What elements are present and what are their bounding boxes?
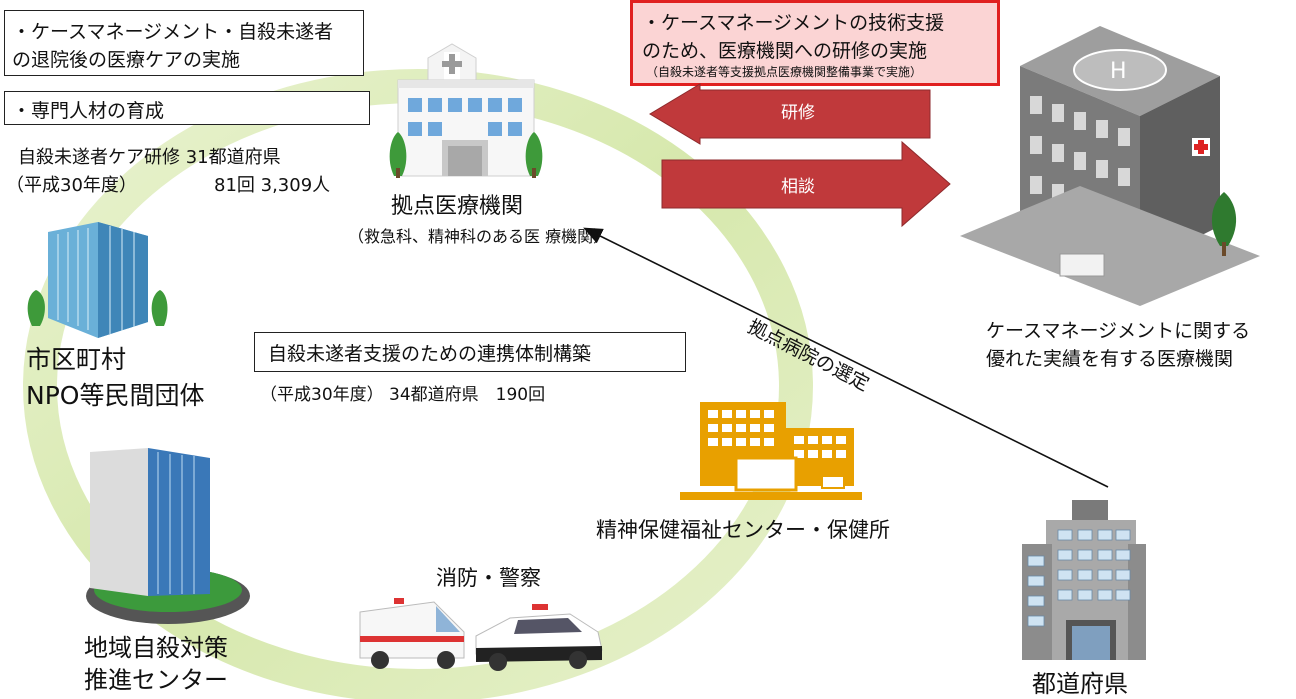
training-arrow-label: 研修: [781, 103, 815, 123]
case-management-box: [4, 10, 364, 76]
mental-health-center-icon: [680, 402, 862, 500]
consultation-arrow: [661, 140, 951, 228]
base-hospital-subtitle: （救急科、精神科のある医 療機関）: [348, 227, 610, 246]
case-management-line2: の退院後の医療ケアの実施: [12, 49, 241, 71]
municipality-line1: 市区町村: [26, 345, 127, 374]
prefecture-building-icon: [1022, 500, 1146, 660]
base-hospital-title: 拠点医療機関: [391, 194, 524, 219]
advanced-hospital-icon: H: [960, 26, 1260, 306]
advanced-hospital-line1: ケースマネージメントに関する: [986, 320, 1251, 342]
base-hospital-icon: [389, 43, 543, 178]
advanced-hospital-line2: 優れた実績を有する医療機関: [986, 348, 1234, 370]
ambulance-icon: [359, 598, 465, 669]
municipality-line2: NPO等民間団体: [26, 381, 205, 410]
specialist-training-label: ・専門人材の育成: [12, 100, 165, 122]
case-management-line1: ・ケースマネージメント・自殺未遂者: [12, 21, 334, 43]
training-arrow: [649, 83, 931, 145]
training-stats-line1: 自殺未遂者ケア研修 31都道府県: [18, 147, 281, 168]
technical-support-line2: のため、医療機関への研修の実施: [642, 40, 928, 62]
technical-support-line3: （自殺未遂者等支援拠点医療機関整備事業で実施）: [646, 65, 923, 79]
svg-text:H: H: [1110, 59, 1127, 84]
cooperation-stats: （平成30年度） 34都道府県 190回: [260, 385, 546, 405]
cooperation-box-label: 自殺未遂者支援のための連携体制構築: [268, 343, 592, 365]
regional-center-line1: 地域自殺対策: [84, 634, 228, 662]
mental-health-center-label: 精神保健福祉センター・保健所: [596, 518, 890, 542]
training-stats-count: 81回 3,309人: [214, 175, 331, 196]
cooperation-box: [254, 332, 686, 372]
municipality-building-icon: [27, 222, 168, 338]
technical-support-line1: ・ケースマネージメントの技術支援: [642, 12, 945, 34]
consultation-arrow-label: 相談: [781, 177, 815, 197]
fire-police-label: 消防・警察: [436, 566, 541, 590]
technical-support-box: [630, 0, 1000, 86]
regional-center-building-icon: [86, 448, 250, 624]
specialist-training-box: [4, 91, 370, 125]
prefecture-label: 都道府県: [1032, 670, 1128, 698]
police-car-icon: [475, 604, 603, 671]
regional-center-line2: 推進センター: [84, 666, 228, 694]
training-stats-year: （平成30年度）: [6, 175, 137, 196]
